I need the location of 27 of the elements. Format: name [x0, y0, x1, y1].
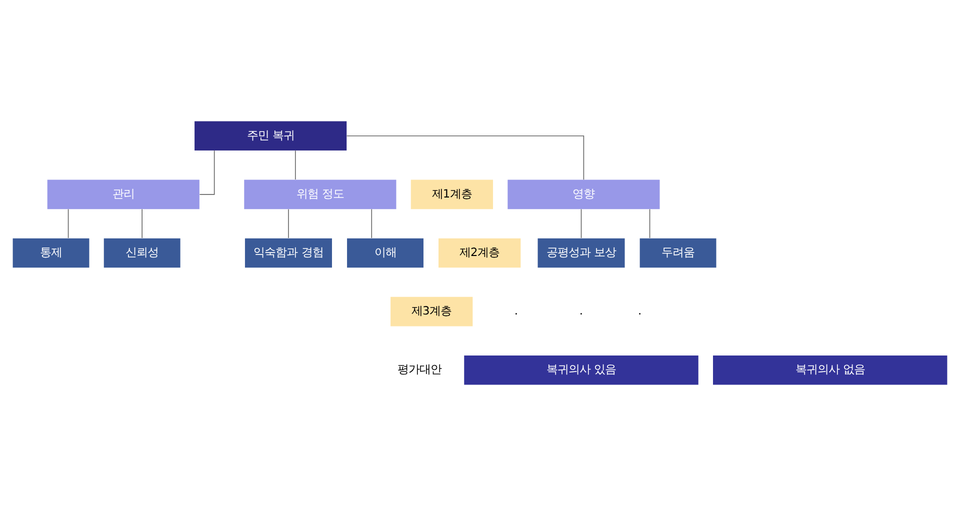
connector: [580, 208, 582, 238]
node-box: 제1계층: [410, 180, 493, 210]
node-box: 주민 복귀: [194, 121, 347, 151]
node-box: 제3계층: [390, 296, 473, 326]
node-box: 복귀의사 없음: [713, 355, 948, 385]
node-box: 통제: [12, 238, 90, 268]
node-box: 제2계층: [438, 238, 521, 268]
node-box: 두려움: [640, 238, 716, 268]
label: 평가대안: [397, 362, 442, 376]
connector: [346, 135, 584, 180]
connector: [371, 208, 372, 238]
node-box: 공평성과 보상: [538, 238, 625, 268]
node-box: 이해: [347, 238, 424, 268]
connector: [199, 150, 215, 195]
node-box: 익숙함과 경험: [244, 238, 332, 268]
node-box: 복귀의사 있음: [464, 355, 698, 385]
label: .: [638, 304, 642, 318]
connector: [68, 208, 69, 238]
node-box: 관리: [47, 180, 200, 210]
connector: [288, 208, 289, 238]
connector: [294, 150, 296, 180]
node-box: 위험 정도: [244, 180, 396, 210]
connector: [649, 208, 650, 238]
node-box: 신뢰성: [104, 238, 180, 268]
label: .: [579, 304, 584, 318]
node-box: 영향: [508, 180, 660, 210]
label: .: [514, 304, 518, 318]
